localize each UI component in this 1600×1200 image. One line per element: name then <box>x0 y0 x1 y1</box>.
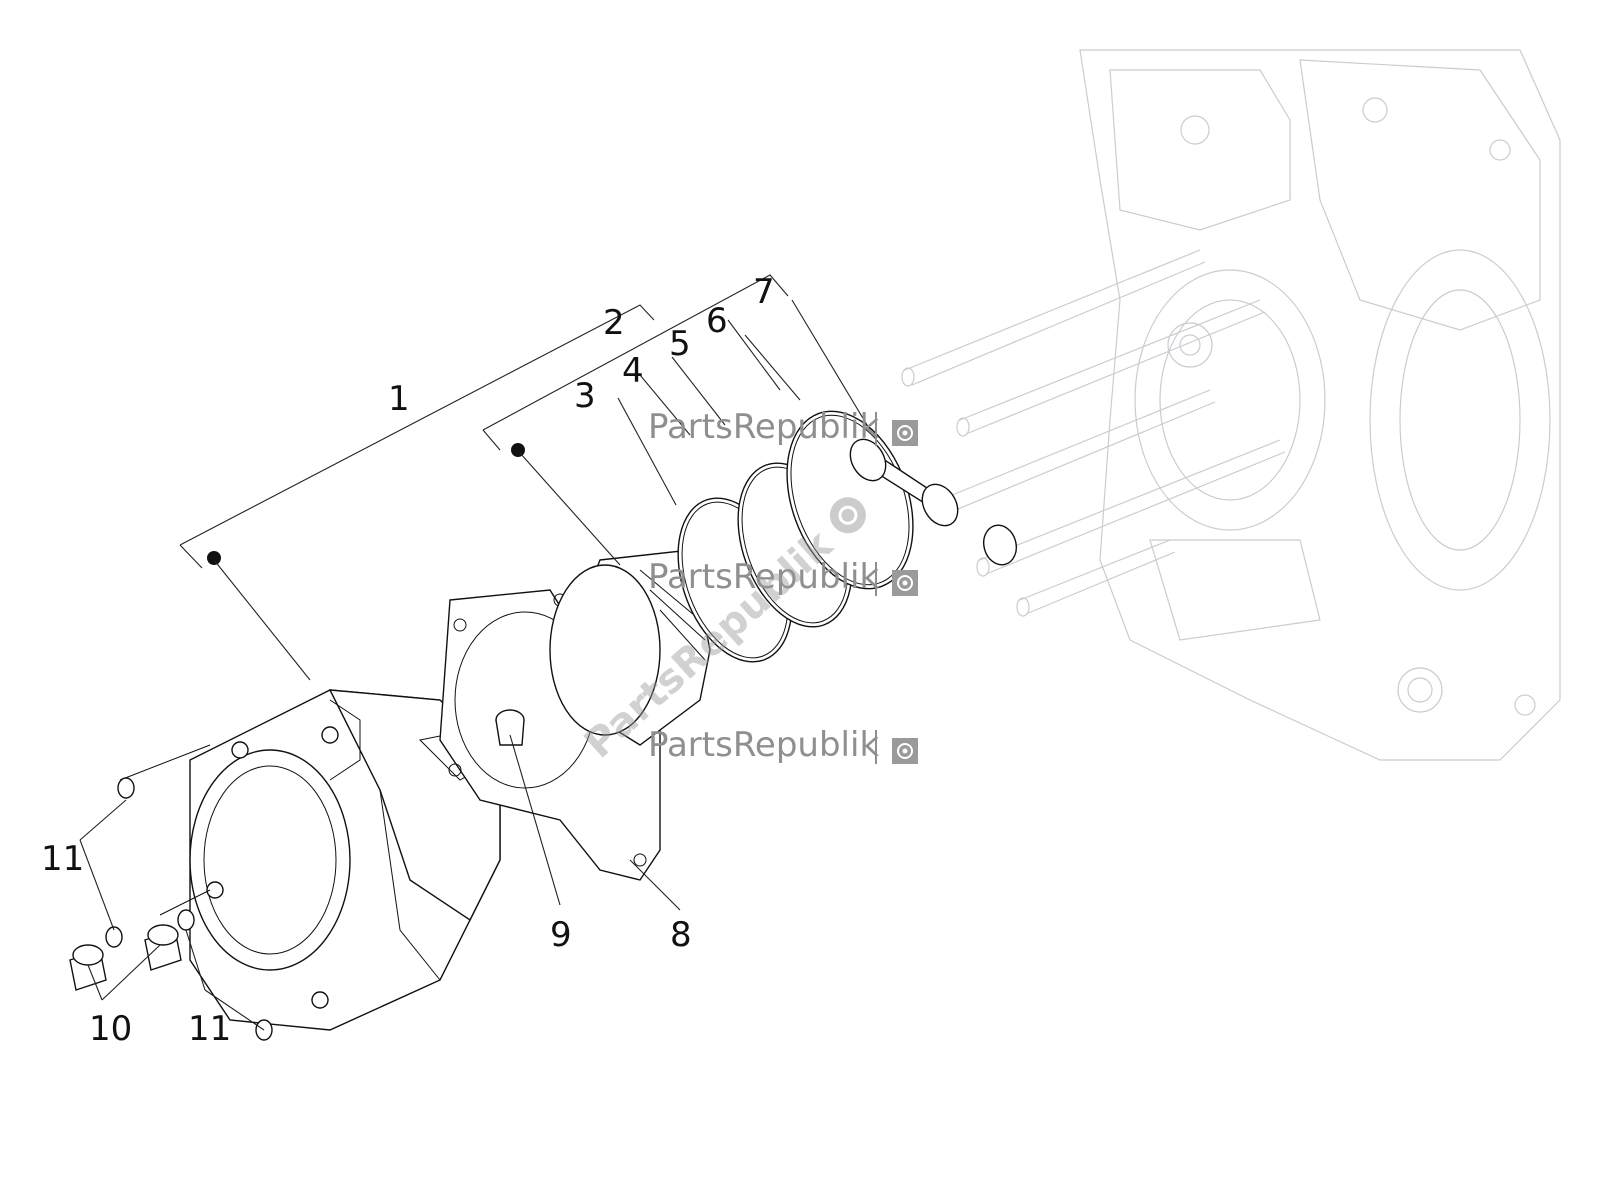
dowel-bushings <box>69 924 182 991</box>
crankcase-background <box>901 49 1561 761</box>
callout-5: 5 <box>669 324 691 364</box>
callout-3: 3 <box>574 376 596 416</box>
callout-10: 10 <box>89 1009 132 1049</box>
circlip <box>983 524 1017 566</box>
watermark-3: PartsRepublik <box>648 725 918 765</box>
callout-1: 1 <box>388 379 410 419</box>
callout-2: 2 <box>603 303 625 343</box>
callout-7: 7 <box>753 272 775 312</box>
watermark-text: PartsRepublik <box>648 557 879 597</box>
gear-icon <box>892 570 918 596</box>
callout-6: 6 <box>706 301 728 341</box>
gear-icon <box>892 420 918 446</box>
watermark-text: PartsRepublik <box>648 725 879 765</box>
callout-8: 8 <box>670 915 692 955</box>
callout-labels: 1 2 3 4 5 6 7 8 9 10 11 11 <box>41 272 775 1049</box>
watermark-1: PartsRepublik <box>648 407 918 447</box>
dowel-pin <box>495 709 525 746</box>
callout-4: 4 <box>622 351 644 391</box>
piston-pin <box>849 438 959 527</box>
callout-9: 9 <box>550 915 572 955</box>
leader-lines <box>79 274 871 1031</box>
callout-11-lower: 11 <box>188 1009 231 1049</box>
piston <box>549 549 711 746</box>
watermark-text: PartsRepublik <box>648 407 879 447</box>
watermark-2: PartsRepublik <box>648 557 918 597</box>
washers <box>105 777 273 1041</box>
callout-11-upper: 11 <box>41 839 84 879</box>
gear-icon <box>829 497 866 534</box>
gear-icon <box>892 738 918 764</box>
